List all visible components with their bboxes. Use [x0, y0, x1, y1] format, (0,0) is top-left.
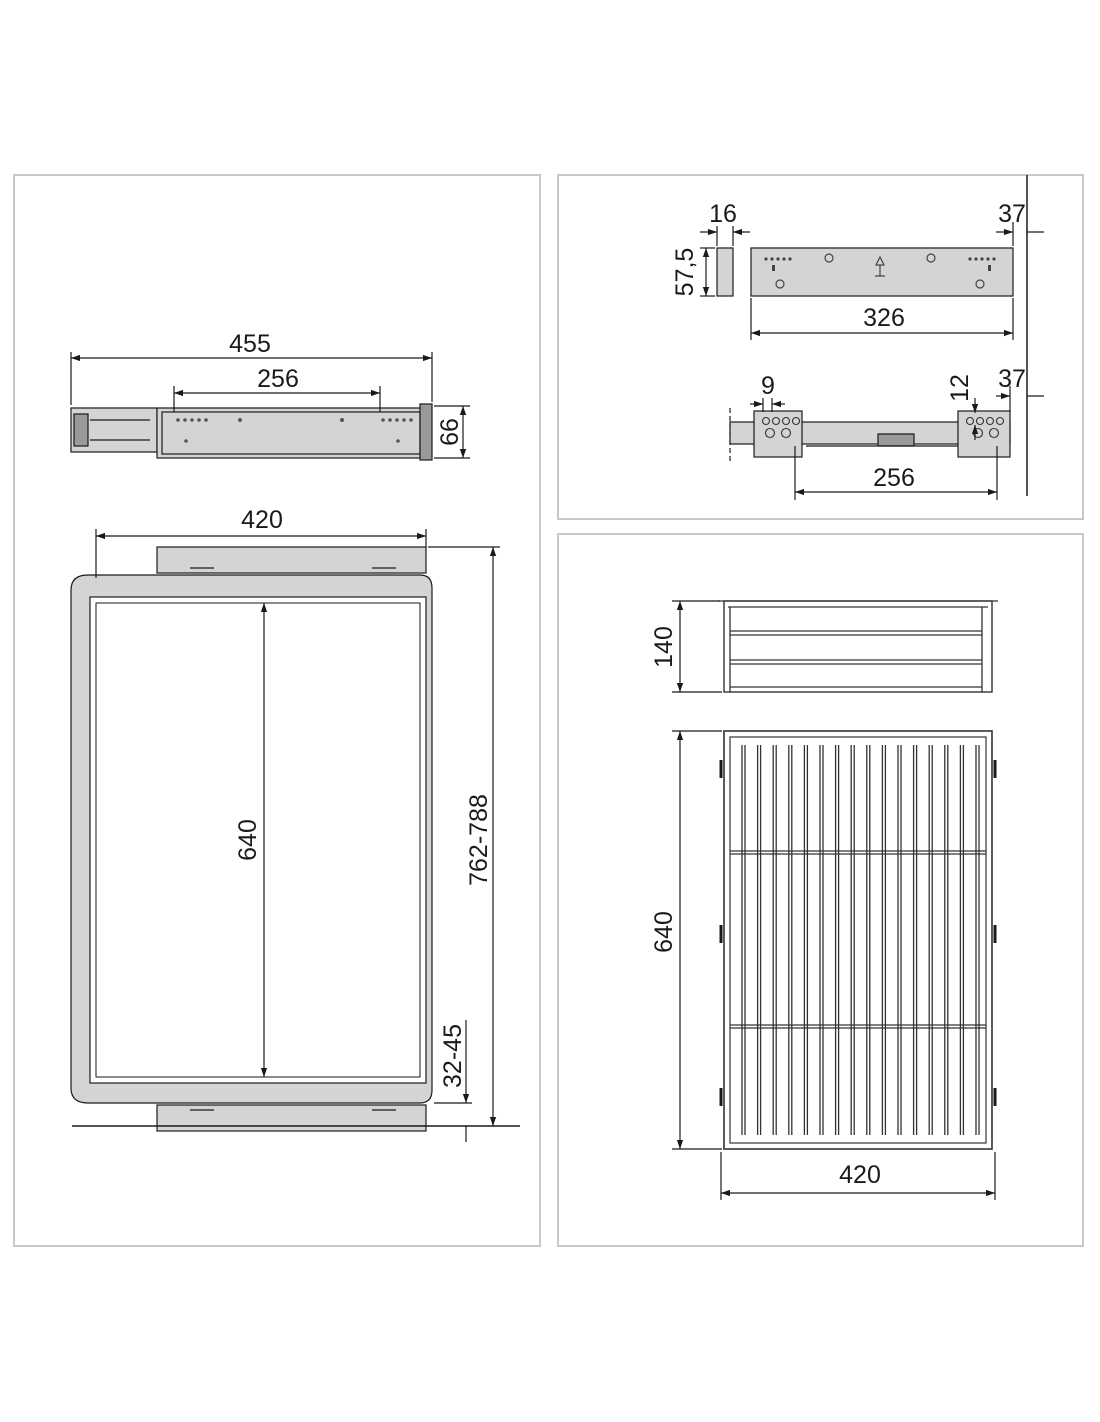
dim-label-256-left: 256 — [257, 365, 299, 393]
dim-label-57-5: 57,5 — [671, 248, 699, 297]
dimension-455: 455 — [70, 330, 433, 405]
basket-side-view — [718, 600, 998, 693]
basket-frame-top-view — [70, 546, 433, 1132]
mounting-plate-end-view: 16 57,5 — [671, 200, 750, 297]
panel-top-right: 16 57,5 37 — [557, 174, 1084, 520]
dim-label-32-45: 32-45 — [439, 1024, 467, 1088]
dimension-640-left: 640 — [234, 603, 268, 1077]
dim-label-256-right: 256 — [873, 464, 915, 492]
dimension-66: 66 — [434, 405, 470, 459]
mounting-plate-front-view — [750, 247, 1014, 297]
dim-label-420-left: 420 — [241, 506, 283, 534]
dim-label-37-top: 37 — [998, 200, 1026, 228]
dimension-420-left: 420 — [95, 506, 427, 578]
dimension-37-top: 37 — [996, 200, 1044, 246]
dimension-256-left: 256 — [173, 365, 381, 412]
dim-label-16: 16 — [709, 200, 737, 228]
dim-label-66: 66 — [436, 418, 464, 446]
dimension-9: 9 — [750, 372, 785, 412]
runner-with-brackets — [729, 408, 1011, 464]
dim-label-640-left: 640 — [234, 819, 262, 861]
panel-bottom-right: 140 640 — [557, 533, 1084, 1247]
dimension-12: 12 — [946, 374, 979, 440]
panel-left: 455 256 66 — [13, 174, 541, 1247]
dimension-640-right: 640 — [650, 730, 722, 1150]
dim-label-37-bottom: 37 — [998, 365, 1026, 393]
basket-top-view — [719, 730, 997, 1150]
dim-label-640-right: 640 — [650, 911, 678, 953]
dimension-326: 326 — [750, 298, 1014, 340]
dim-label-140: 140 — [650, 626, 678, 668]
basket-wires — [741, 745, 980, 1135]
dim-label-455: 455 — [229, 330, 271, 358]
panel-top-right-frame — [557, 174, 1084, 520]
dim-label-12: 12 — [946, 374, 974, 402]
dim-label-762-788: 762-788 — [465, 794, 493, 886]
dim-label-9: 9 — [761, 372, 775, 400]
dimension-140: 140 — [650, 600, 722, 693]
dimension-32-45: 32-45 — [434, 1020, 472, 1142]
dimension-256-right: 256 — [794, 446, 998, 500]
dim-label-326: 326 — [863, 304, 905, 332]
dim-label-420-right: 420 — [839, 1161, 881, 1189]
dimension-762-788: 762-788 — [428, 546, 500, 1126]
dimension-420-right: 420 — [720, 1152, 996, 1200]
runner-side-view — [70, 403, 433, 461]
dimension-37-bottom: 37 — [996, 365, 1044, 412]
